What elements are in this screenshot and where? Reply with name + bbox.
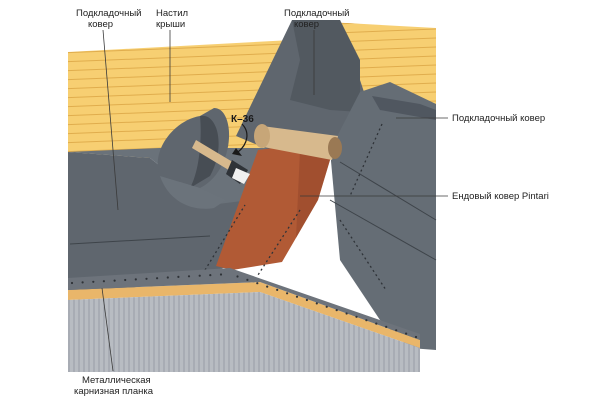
- nail-dot: [81, 281, 84, 284]
- nail-dot: [256, 282, 259, 285]
- underlay-top-roll: [290, 20, 360, 112]
- metal-wall: [68, 292, 420, 372]
- nail-dot: [156, 277, 159, 280]
- deck-board-line: [68, 63, 436, 81]
- deck-board-line: [68, 45, 436, 63]
- underlay-left: [68, 152, 250, 300]
- valley-carpet-roll: [254, 124, 342, 160]
- nail-dot: [187, 275, 191, 278]
- valley-carpet: [216, 140, 336, 270]
- nail-dot: [305, 298, 308, 302]
- adhesive-tag: К–36: [231, 114, 254, 125]
- deck-board-line: [68, 36, 436, 54]
- deck-board-line: [68, 54, 436, 72]
- nail-dot: [405, 332, 408, 335]
- valley-carpet-shade: [296, 140, 336, 238]
- eave-strip: [68, 282, 420, 348]
- nail-dot: [385, 325, 388, 328]
- drip-edge-nails: [70, 273, 418, 339]
- nail-dot: [177, 275, 180, 278]
- adhesive-brush: [192, 140, 250, 184]
- nail-dot: [315, 302, 318, 305]
- nail-dot: [365, 319, 368, 322]
- nail-dot: [209, 274, 212, 277]
- callout-labels: Подкладочный ковер Настил крыши Подкладо…: [74, 8, 549, 397]
- nail-dot: [236, 275, 239, 278]
- nail-dot: [266, 285, 269, 288]
- nail-dot: [70, 281, 74, 285]
- adhesive-arrow: [237, 123, 248, 153]
- label-underlay-top: Подкладочный ковер: [284, 8, 352, 30]
- underlay-right-top: [372, 96, 436, 120]
- deck-board-line: [68, 72, 436, 90]
- nail-dot: [92, 280, 95, 283]
- nail-dot: [246, 278, 249, 281]
- underlay-right: [330, 82, 436, 350]
- underlay-seams: [69, 161, 437, 261]
- label-valley-carpet: Ендовый ковер Pintari: [452, 191, 549, 202]
- label-underlay-left: Подкладочный ковер: [76, 8, 144, 30]
- nail-dot: [166, 276, 169, 279]
- nail-dot: [335, 309, 338, 312]
- nail-dot: [134, 278, 137, 281]
- nail-dot: [286, 292, 289, 295]
- nail-dot: [325, 305, 328, 308]
- nail-dot: [355, 315, 358, 318]
- nail-dot: [219, 273, 223, 276]
- label-underlay-right: Подкладочный ковер: [452, 113, 545, 124]
- drip-edge: [68, 268, 420, 340]
- nail-dot: [345, 312, 348, 315]
- nail-dot: [124, 278, 127, 282]
- nailing-lines: [204, 123, 387, 291]
- nail-dot: [375, 322, 378, 325]
- adhesive-arrow-head: [232, 148, 242, 156]
- leader-lines: [101, 29, 448, 372]
- label-drip-edge: Металлическая карнизная планка: [74, 375, 154, 397]
- nail-dot: [414, 335, 418, 339]
- nail-dot: [295, 295, 299, 298]
- nail-dot: [102, 280, 105, 283]
- label-roof-deck: Настил крыши: [156, 8, 191, 30]
- nail-dot: [145, 277, 148, 280]
- nail-dot: [198, 274, 201, 277]
- nail-dot: [395, 329, 398, 332]
- nail-dot: [113, 279, 116, 282]
- nail-dot: [276, 288, 279, 291]
